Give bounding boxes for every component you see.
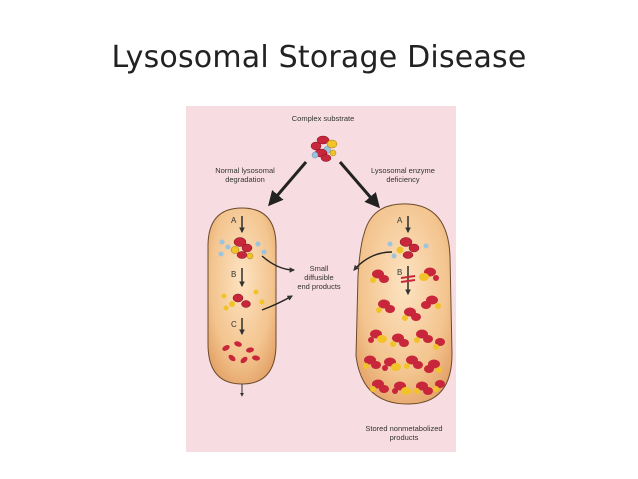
normal-degradation-line1: Normal lysosomal <box>215 166 275 175</box>
complex-substrate-label: Complex substrate <box>291 114 355 123</box>
end-products-label: Small diffusible end products <box>286 264 352 291</box>
stored-products-label: Stored nonmetabolized products <box>356 424 452 442</box>
lysosome-diagram: Complex substrate Normal lysosomal degra… <box>186 106 456 452</box>
stored-products-cluster <box>363 267 445 395</box>
complex-substrate-cluster <box>310 135 338 162</box>
step-b-left: B <box>231 270 237 279</box>
step-c-left: C <box>231 320 237 329</box>
stored-products-line1: Stored nonmetabolized <box>365 424 443 433</box>
normal-degradation-label: Normal lysosomal degradation <box>206 166 284 184</box>
stored-products-line2: products <box>389 433 419 442</box>
end-products-line1: Small <box>309 264 329 273</box>
step-a-left: A <box>231 216 237 225</box>
step-a-right: A <box>397 216 403 225</box>
normal-degradation-line2: degradation <box>225 175 265 184</box>
step-b-right: B <box>397 268 403 277</box>
end-products-line3: end products <box>297 282 341 291</box>
enzyme-deficiency-line2: deficiency <box>386 175 420 184</box>
enzyme-deficiency-line1: Lysosomal enzyme <box>371 166 435 175</box>
slide-title: Lysosomal Storage Disease <box>111 40 527 75</box>
diagram-graphics <box>207 135 453 405</box>
enzyme-deficiency-label: Lysosomal enzyme deficiency <box>362 166 444 184</box>
end-products-line2: diffusible <box>304 273 334 282</box>
